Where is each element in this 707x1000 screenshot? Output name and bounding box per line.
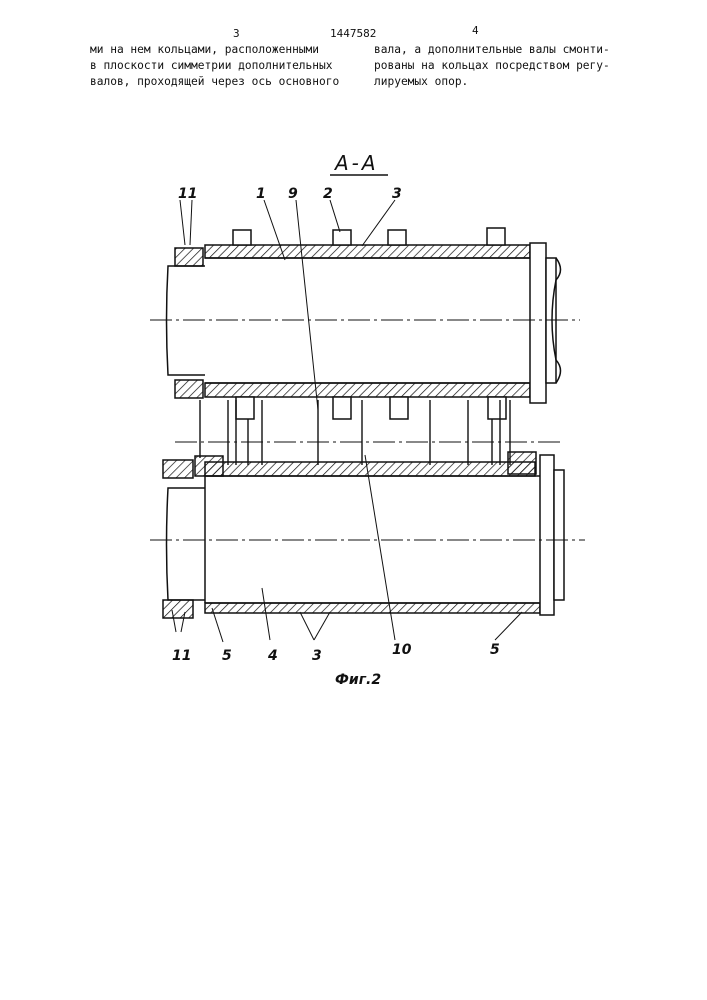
- label-10: 10: [392, 642, 412, 658]
- label-3-bottom: 3: [312, 648, 322, 664]
- main-shaft: [150, 228, 580, 419]
- leader-lines: [172, 200, 522, 642]
- label-4: 4: [267, 648, 278, 664]
- label-11-bottom: 11: [172, 648, 191, 664]
- label-5-right: 5: [490, 642, 500, 658]
- label-2: 2: [323, 186, 333, 202]
- label-3-top: 3: [392, 186, 402, 202]
- figure-caption: Фиг.2: [335, 672, 381, 688]
- lower-shaft: [150, 452, 585, 618]
- label-5-left: 5: [222, 648, 232, 664]
- label-11-top: 11: [178, 186, 197, 202]
- label-9: 9: [288, 186, 298, 202]
- label-1: 1: [256, 186, 266, 202]
- section-title: А-А: [333, 151, 379, 175]
